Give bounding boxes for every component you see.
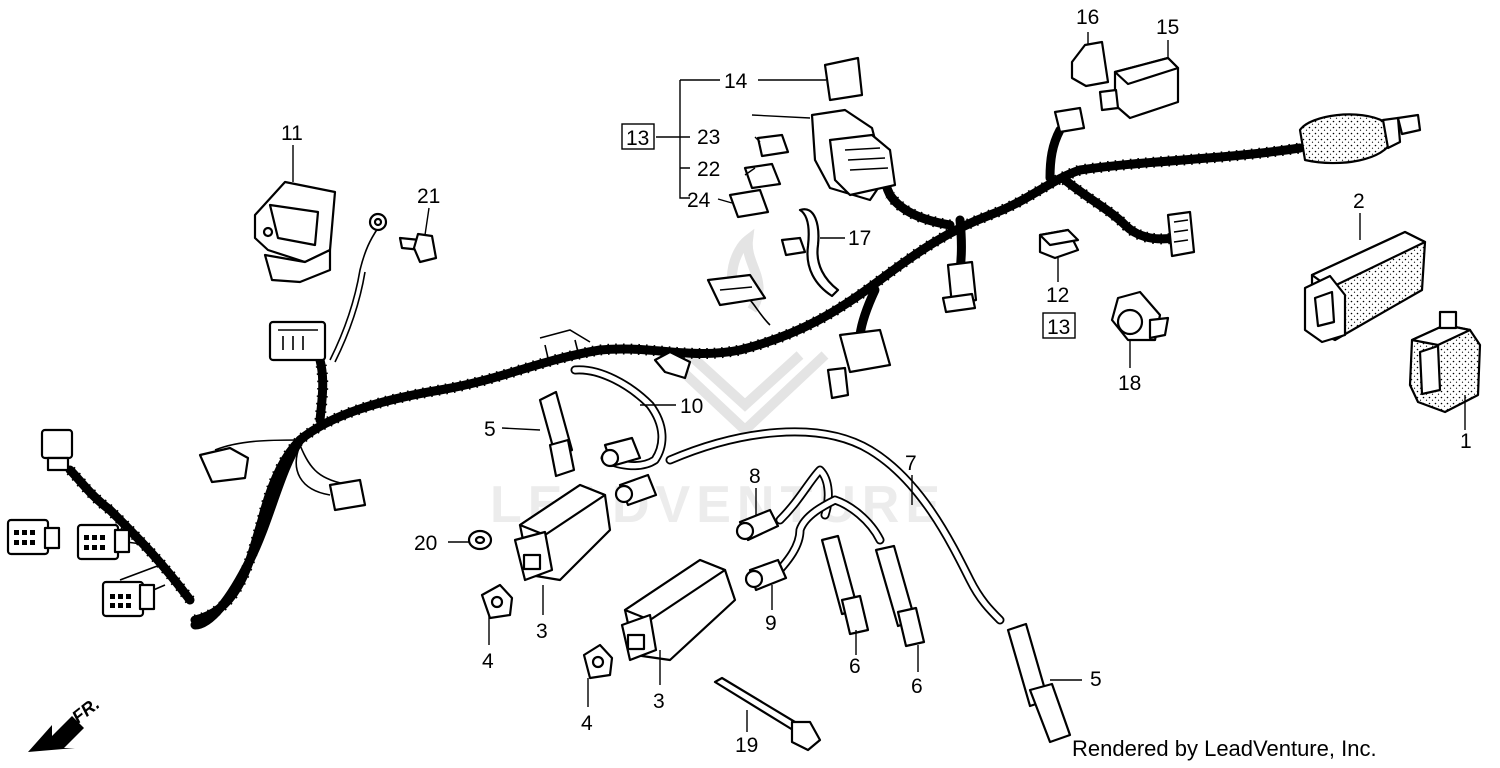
front-direction-arrow: FR. <box>28 694 103 752</box>
callout-5-lower: 5 <box>1090 668 1102 691</box>
callout-labels: 1 2 3 3 4 4 5 5 6 6 7 8 9 10 11 12 13 13… <box>281 6 1472 757</box>
relay-12 <box>1038 228 1080 260</box>
callout-4-upper: 4 <box>482 650 494 673</box>
bracket-4-lower <box>582 643 614 680</box>
bracket-4-upper <box>480 583 514 620</box>
bolt-21 <box>368 212 438 264</box>
bolt-19 <box>713 676 822 752</box>
callout-13-box <box>621 123 655 150</box>
callout-6-right: 6 <box>911 675 923 698</box>
cover-1 <box>1408 310 1482 414</box>
callout-8: 8 <box>749 465 761 488</box>
ignition-coil-upper-3 <box>513 483 612 582</box>
callout-21: 21 <box>417 185 440 208</box>
callout-5-upper: 5 <box>484 418 496 441</box>
callout-2: 2 <box>1353 190 1365 213</box>
callout-10: 10 <box>680 395 703 418</box>
high-tension-cords <box>538 365 1072 744</box>
left-connector-cluster <box>6 320 367 618</box>
callout-16: 16 <box>1076 6 1099 29</box>
band-17 <box>780 208 840 298</box>
callout-20: 20 <box>414 532 437 555</box>
callout-13-relay: 13 <box>1047 316 1070 339</box>
fuse-box-assembly <box>728 56 897 219</box>
callout-13-group: 13 <box>626 127 649 150</box>
harness-connector-a <box>706 273 767 307</box>
connector-16 <box>1053 40 1110 134</box>
callout-22: 22 <box>697 158 720 181</box>
callout-9: 9 <box>765 612 777 635</box>
callout-3-upper: 3 <box>536 620 548 643</box>
leader-lines <box>292 32 1466 732</box>
callout-23: 23 <box>697 126 720 149</box>
collar-20 <box>467 529 493 551</box>
callout-1: 1 <box>1460 430 1472 453</box>
starter-relay-lead <box>1298 113 1422 165</box>
callout-13b-box <box>1042 312 1076 339</box>
callout-12: 12 <box>1046 284 1069 307</box>
harness-connector-b <box>826 328 892 400</box>
main-wire-harness <box>65 125 1305 630</box>
arrow-left-down-icon <box>28 716 84 752</box>
harness-connector-c <box>941 260 978 314</box>
callout-11: 11 <box>281 122 303 145</box>
relay-15 <box>1098 56 1180 120</box>
callout-3-lower: 3 <box>653 690 665 713</box>
callout-7: 7 <box>905 452 917 475</box>
callout-17: 17 <box>848 227 871 250</box>
callout-4-lower: 4 <box>581 712 593 735</box>
callout-6-left: 6 <box>849 655 861 678</box>
ignition-module-11 <box>253 180 337 284</box>
callout-18: 18 <box>1118 372 1141 395</box>
holder-18 <box>1110 290 1170 342</box>
harness-connector-d <box>1166 210 1196 258</box>
callout-15: 15 <box>1156 16 1179 39</box>
callout-24: 24 <box>687 189 711 212</box>
ignition-coil-lower-3 <box>620 558 737 662</box>
render-credit: Rendered by LeadVenture, Inc. <box>1072 736 1377 761</box>
regulator-2 <box>1303 230 1427 344</box>
callout-19: 19 <box>735 734 758 757</box>
callout-14: 14 <box>724 70 748 93</box>
